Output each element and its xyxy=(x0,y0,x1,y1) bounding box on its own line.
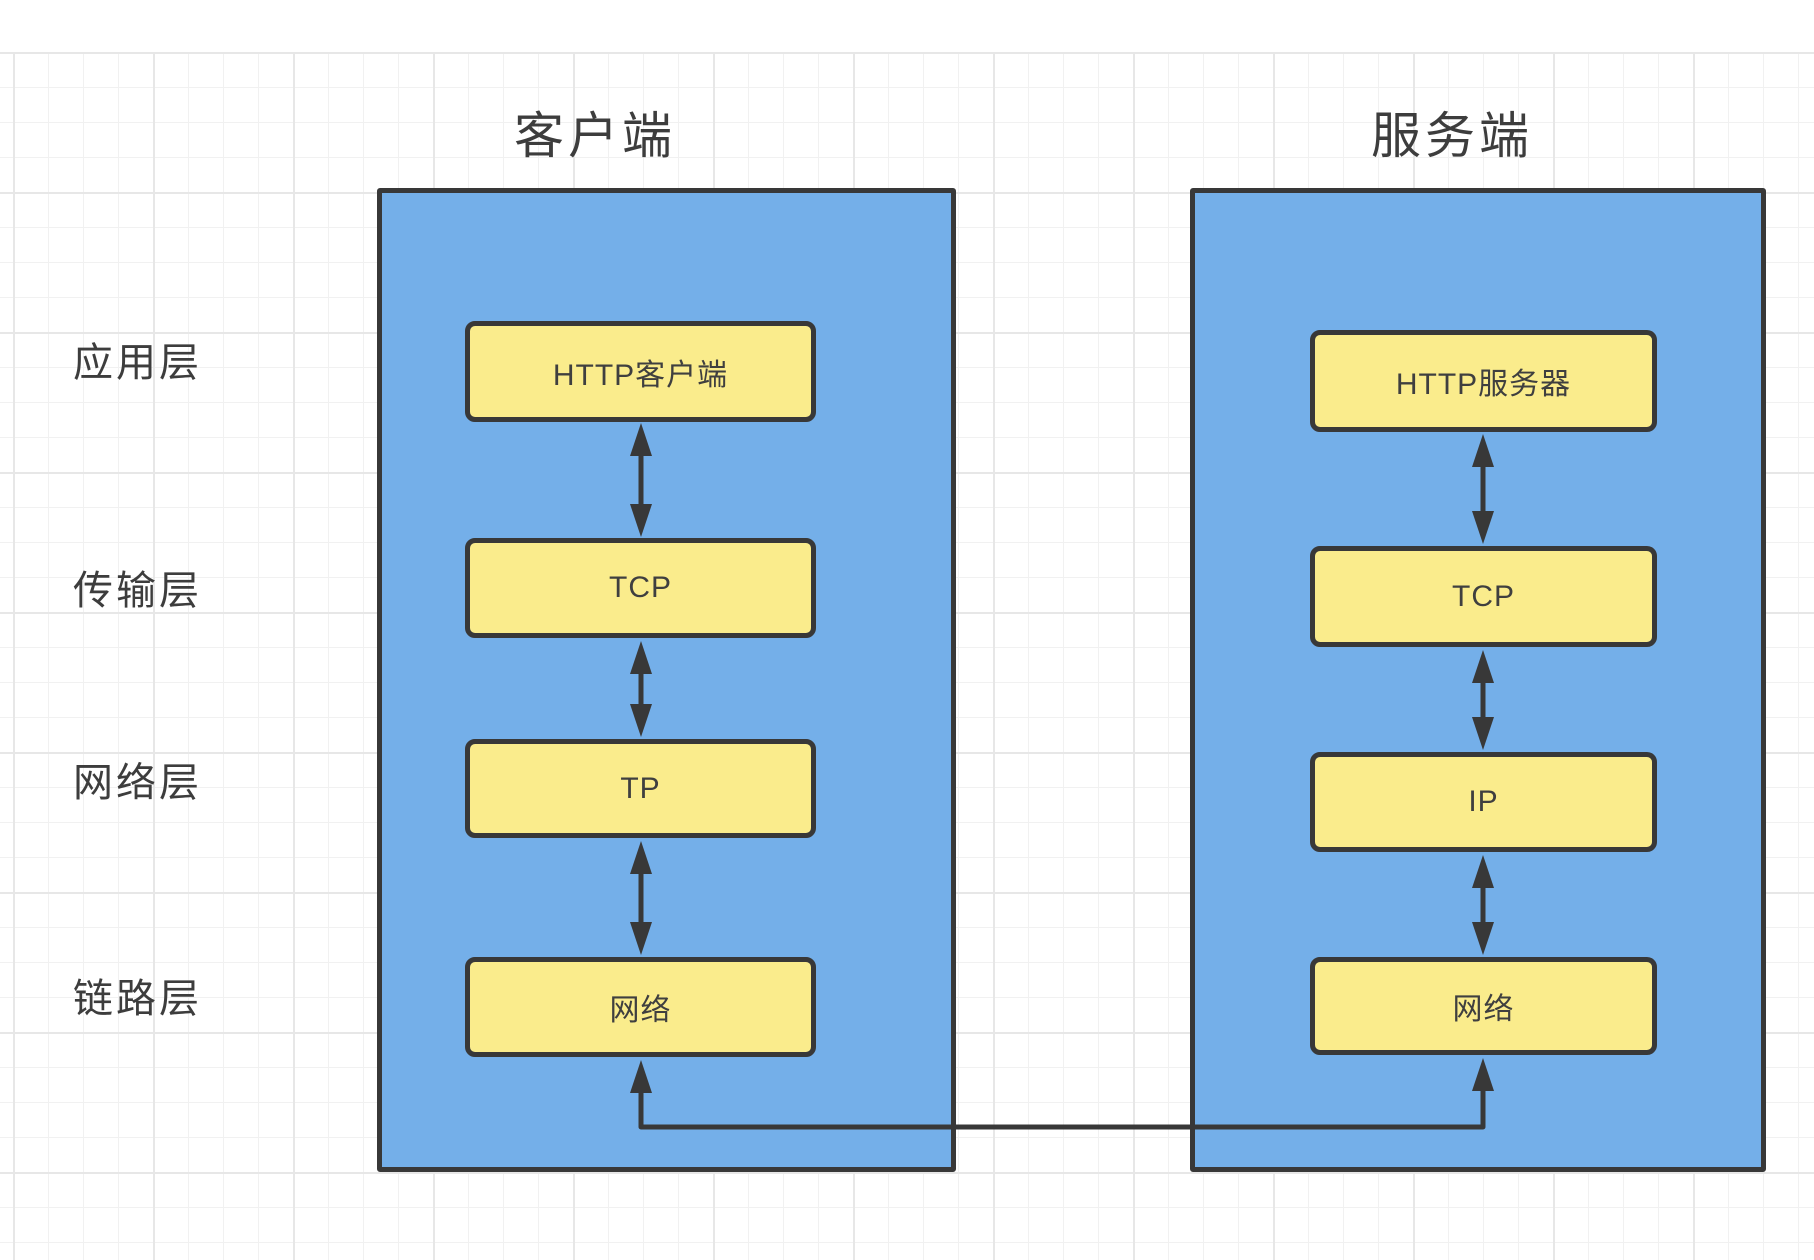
node-server-tcp: TCP xyxy=(1310,546,1657,647)
node-client-tcp: TCP xyxy=(465,538,816,638)
node-server-ip: IP xyxy=(1310,752,1657,852)
server-title: 服务端 xyxy=(1371,108,1533,164)
node-server-network: 网络 xyxy=(1310,957,1657,1055)
layer-label-link: 链路层 xyxy=(73,977,202,1021)
layer-label-application: 应用层 xyxy=(73,341,202,385)
layer-label-network: 网络层 xyxy=(73,761,202,805)
node-client-network: 网络 xyxy=(465,957,816,1057)
client-title: 客户端 xyxy=(514,108,676,164)
layer-label-transport: 传输层 xyxy=(73,569,202,613)
node-http-server: HTTP服务器 xyxy=(1310,330,1657,432)
node-client-tp: TP xyxy=(465,739,816,838)
node-http-client: HTTP客户端 xyxy=(465,321,816,422)
